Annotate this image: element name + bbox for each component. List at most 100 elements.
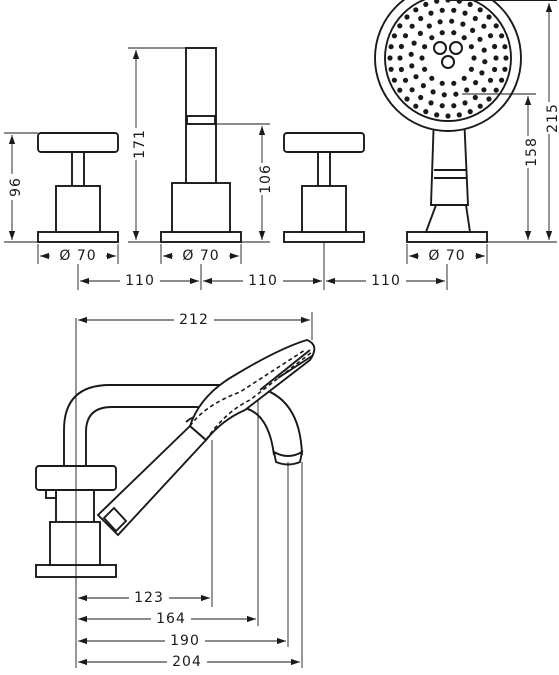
nozzle-dot [409, 87, 415, 93]
nozzle-dot [439, 30, 445, 36]
nozzle-dot [422, 44, 428, 50]
front-view: 96 171 106 158 215 [4, 0, 559, 290]
nozzle-dot [462, 10, 468, 16]
shower-holder-base [406, 231, 488, 243]
nozzle-dot [449, 18, 455, 24]
dim-diam-spout: Ø 70 [160, 244, 242, 264]
side-spout-tip [272, 450, 304, 466]
nozzle-dot [486, 14, 492, 20]
spout-body [171, 182, 231, 233]
nozzle-dot [468, 44, 474, 50]
nozzle-dot [417, 30, 423, 36]
nozzle-dot [453, 91, 459, 97]
dim-171: 171 [128, 47, 186, 243]
left-valve-base [37, 231, 119, 243]
hand-shower [374, 0, 522, 243]
nozzle-dot [391, 77, 397, 83]
nozzle-dot [423, 109, 429, 115]
center-nozzle [449, 41, 463, 55]
nozzle-dot [451, 80, 457, 86]
nozzle-dot [487, 77, 494, 83]
nozzle-dot [481, 47, 487, 53]
left-valve [37, 132, 119, 243]
side-body [49, 521, 101, 566]
nozzle-dot [404, 14, 410, 20]
nozzle-dot [492, 66, 498, 73]
dim-spacing: 110 110 110 [77, 242, 448, 290]
nozzle-dot [499, 77, 505, 83]
nozzle-dot [472, 15, 478, 22]
nozzle-dot [493, 23, 499, 29]
nozzle-dot [479, 70, 485, 76]
right-valve-base [283, 231, 365, 243]
dim-158: 158 [462, 93, 540, 243]
nozzle-dot [477, 103, 483, 109]
nozzle-dot [473, 80, 479, 86]
nozzle-dot [456, 112, 462, 118]
dim-diam-left: Ø 70 [37, 244, 119, 264]
nozzle-dot [493, 55, 499, 61]
dim-total-reach: 212 [179, 312, 209, 328]
nozzle-dot [429, 35, 435, 41]
dim-hand-shower-head: 164 [156, 611, 186, 627]
nozzle-dot [499, 33, 505, 39]
nozzle-dot [426, 23, 432, 29]
dim-spacing-1: 110 [125, 273, 155, 289]
spout [160, 47, 242, 243]
nozzle-dot [486, 96, 492, 102]
nozzle-dot [397, 23, 403, 29]
nozzle-dot [502, 66, 508, 72]
spout-base [160, 231, 242, 243]
dim-shower-total-height: 215 [545, 103, 559, 133]
nozzle-dot [404, 96, 410, 102]
nozzle-dot [439, 103, 445, 109]
dim-hand-shower-base: 123 [134, 590, 164, 606]
shower-head-outer [374, 0, 522, 132]
dim-106: 106 [215, 123, 274, 243]
side-shower-hidden [189, 349, 306, 427]
shower-head-inner [384, 0, 512, 122]
dim-spacing-3: 110 [371, 273, 401, 289]
nozzle-dot [493, 87, 499, 93]
nozzle-dot [492, 43, 498, 50]
nozzle-dot [423, 1, 429, 7]
nozzle-dot [430, 89, 436, 95]
nozzle-dot [422, 66, 428, 72]
shower-holder [424, 204, 472, 233]
shower-nozzles [387, 0, 509, 119]
side-small-knob [45, 489, 57, 499]
dim-215: 215 [448, 0, 559, 243]
nozzle-dot [409, 63, 415, 69]
nozzle-dot [468, 66, 474, 72]
nozzle-dot [428, 100, 434, 106]
nozzle-dot [398, 43, 404, 50]
nozzle-dot [409, 23, 415, 29]
nozzle-dot [477, 7, 483, 13]
nozzle-dot [441, 92, 447, 98]
nozzle-dot [482, 59, 488, 65]
side-view: 212 123 164 190 204 [35, 312, 316, 670]
nozzle-dot [467, 109, 473, 115]
dim-spout-outlet-height: 106 [258, 164, 274, 194]
nozzle-dot [472, 94, 478, 101]
nozzle-dot [402, 77, 409, 83]
nozzle-dot [397, 87, 403, 93]
nozzle-dot [451, 30, 457, 36]
dim-valve-height: 96 [8, 177, 24, 197]
dim-spacing-2: 110 [248, 273, 278, 289]
nozzle-dot [413, 103, 419, 109]
nozzle-dot [477, 36, 483, 42]
nozzle-dot [439, 80, 445, 86]
dim-shower-holder-height: 158 [524, 137, 540, 167]
nozzle-dot [481, 87, 487, 93]
nozzle-dot [402, 33, 409, 39]
nozzle-dot [451, 103, 457, 109]
nozzle-dot [419, 55, 425, 61]
nozzle-dot [445, 113, 451, 119]
nozzle-dot [434, 0, 440, 4]
dim-spout-end: 204 [172, 654, 202, 670]
nozzle-dot [398, 66, 404, 73]
nozzle-dot [470, 27, 476, 33]
